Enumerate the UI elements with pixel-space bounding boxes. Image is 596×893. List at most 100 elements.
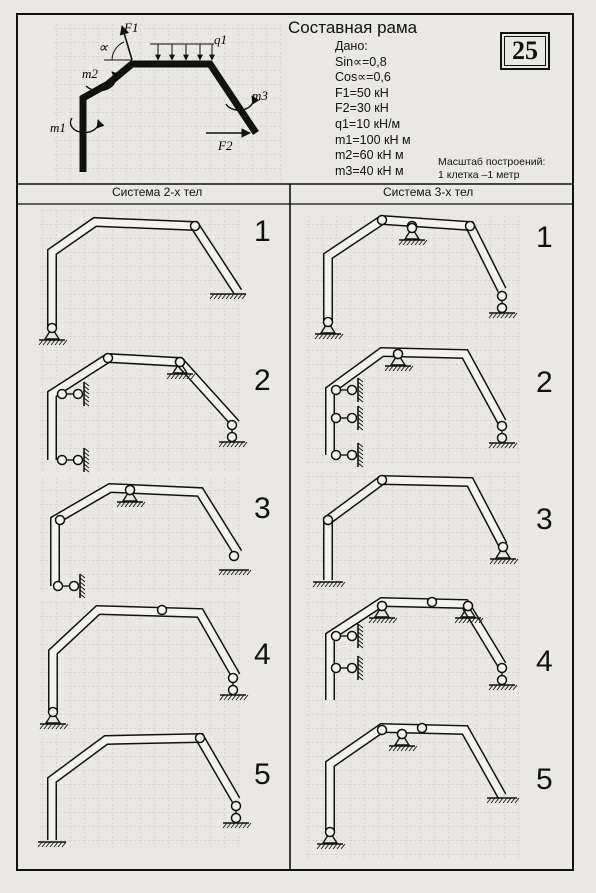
- pin-support: [44, 710, 62, 724]
- ground-hatch: [334, 333, 340, 340]
- wall-hatch: [79, 577, 86, 583]
- case-number: 3: [254, 492, 271, 525]
- hinge-joint: [72, 454, 84, 466]
- frame-member-fill: [48, 734, 240, 840]
- variant-diagrams: [37, 210, 520, 858]
- ground-hatch: [400, 365, 406, 372]
- wall-hatch: [83, 401, 90, 407]
- hinge-joint: [426, 596, 438, 608]
- column-header-three-bodies: Система 3-х тел: [383, 185, 474, 199]
- scale-note-line: Масштаб построений:: [438, 156, 546, 168]
- ground-hatch: [326, 333, 332, 340]
- ground-hatch: [388, 745, 394, 752]
- ground-hatch: [231, 694, 237, 701]
- wall-hatch: [357, 389, 364, 395]
- ground-hatch: [213, 293, 219, 300]
- case-number: 1: [536, 221, 553, 254]
- ground-hatch: [497, 558, 503, 565]
- ground-hatch: [218, 441, 224, 448]
- ground-hatch: [412, 745, 418, 752]
- given-line: F2=30 кН: [335, 101, 389, 116]
- ground-hatch: [39, 723, 45, 730]
- ground-hatch: [170, 373, 176, 380]
- wall-hatch: [357, 655, 364, 661]
- moment-m3-arrow: [225, 95, 260, 111]
- ground-hatch: [132, 501, 138, 508]
- ground-hatch: [488, 684, 494, 691]
- hinge-joint: [497, 541, 509, 553]
- ground-hatch: [57, 841, 63, 848]
- wall-hatch: [357, 421, 364, 427]
- hinge-joint: [47, 706, 59, 718]
- ground-hatch: [58, 339, 64, 346]
- wall-hatch: [357, 446, 364, 452]
- ground-hatch: [235, 694, 241, 701]
- ground-hatch: [53, 841, 59, 848]
- ground-hatch: [43, 723, 49, 730]
- hinge-joint: [396, 728, 408, 740]
- hinge-joint: [496, 432, 508, 444]
- ground-hatch: [318, 333, 324, 340]
- label-m1: m1: [50, 120, 66, 135]
- ground-hatch: [42, 339, 48, 346]
- wall-hatch: [357, 397, 364, 403]
- ground-hatch: [508, 312, 514, 319]
- ground-hatch: [422, 239, 428, 246]
- frame-member-fill: [48, 218, 241, 328]
- case-number: 4: [536, 645, 553, 678]
- wall-hatch: [357, 450, 364, 456]
- hinge-joint: [346, 630, 358, 642]
- wall-hatch: [357, 377, 364, 383]
- hinge-joint: [496, 662, 508, 674]
- hinge-joint: [124, 484, 136, 496]
- ground-hatch: [230, 441, 236, 448]
- pin-support: [319, 320, 337, 334]
- case-number: 3: [536, 503, 553, 536]
- wall-hatch: [357, 659, 364, 665]
- ground-hatch: [498, 797, 504, 804]
- ground-hatch: [226, 569, 232, 576]
- ground-hatch: [400, 745, 406, 752]
- ground-hatch: [239, 694, 245, 701]
- wall-hatch: [83, 397, 90, 403]
- ground-hatch: [223, 694, 229, 701]
- ground-hatch: [209, 293, 215, 300]
- ground-hatch: [322, 333, 328, 340]
- ground-hatch: [504, 442, 510, 449]
- wall-hatch: [357, 385, 364, 391]
- ground-hatch: [320, 843, 326, 850]
- ground-hatch: [320, 581, 326, 588]
- ground-hatch: [340, 581, 346, 588]
- ground-hatch: [243, 694, 249, 701]
- given-line: q1=10 кН/м: [335, 116, 401, 131]
- variant-3b-4: [305, 592, 520, 717]
- wall-hatch: [357, 639, 364, 645]
- hinge-joint: [56, 388, 68, 400]
- frame-member-fill: [49, 606, 240, 712]
- hinge-joint: [330, 384, 342, 396]
- ground-hatch: [242, 441, 248, 448]
- hinge-joint: [230, 812, 242, 824]
- ground-hatch: [514, 797, 520, 804]
- ground-hatch: [466, 617, 472, 624]
- ground-hatch: [408, 745, 414, 752]
- ground-hatch: [190, 373, 196, 380]
- ground-hatch: [336, 843, 342, 850]
- label-f1: F1: [123, 20, 138, 35]
- ground-hatch: [246, 822, 252, 829]
- ground-hatch: [222, 822, 228, 829]
- ground-hatch: [227, 694, 233, 701]
- ground-hatch: [314, 333, 320, 340]
- hinge-joint: [376, 474, 388, 486]
- ground-hatch: [492, 312, 498, 319]
- ground-hatch: [328, 581, 334, 588]
- wall-hatch: [83, 447, 90, 453]
- ground-hatch: [186, 373, 192, 380]
- ground-hatch: [408, 365, 414, 372]
- ground-hatch: [512, 312, 518, 319]
- label-f2: F2: [217, 138, 233, 153]
- ground-hatch: [486, 797, 492, 804]
- grid-background: [40, 210, 240, 350]
- ground-hatch: [474, 617, 480, 624]
- hinge-joint: [324, 826, 336, 838]
